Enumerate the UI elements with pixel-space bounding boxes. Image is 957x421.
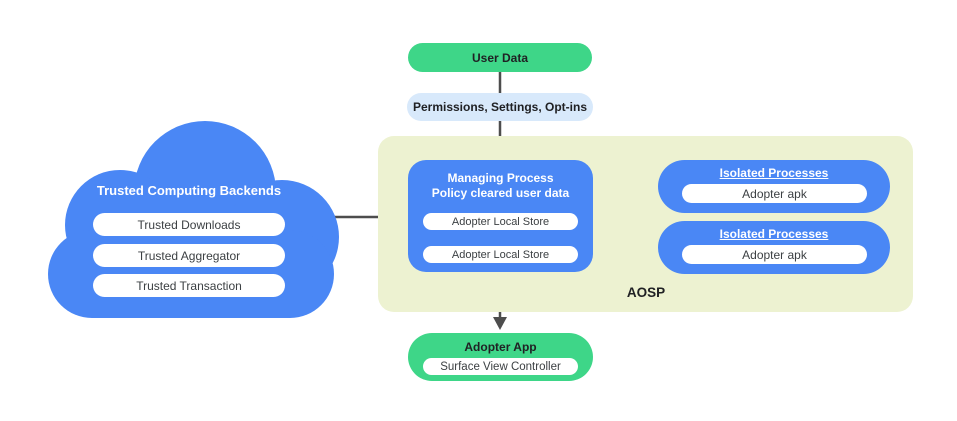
- isolated-processes-title: Isolated Processes: [719, 166, 829, 180]
- managing-process-title-line1: Managing Process: [447, 171, 554, 185]
- adopter-local-store-label: Adopter Local Store: [451, 215, 550, 228]
- adopter-local-store-pill: Adopter Local Store: [423, 213, 578, 230]
- adopter-apk-label: Adopter apk: [742, 247, 807, 262]
- cloud-item-label: Trusted Downloads: [137, 217, 241, 232]
- surface-view-controller-label: Surface View Controller: [440, 360, 561, 373]
- cloud-item-trusted-transaction: Trusted Transaction: [93, 274, 285, 297]
- aosp-label: AOSP: [626, 285, 666, 300]
- permissions-label: Permissions, Settings, Opt-ins: [412, 100, 588, 114]
- adopter-apk-pill: Adopter apk: [682, 245, 867, 264]
- managing-process-title: Managing Process Policy cleared user dat…: [432, 171, 569, 201]
- cloud-item-trusted-aggregator: Trusted Aggregator: [93, 244, 285, 267]
- cloud-title: Trusted Computing Backends: [96, 183, 282, 198]
- adopter-local-store-pill: Adopter Local Store: [423, 246, 578, 263]
- user-data-node: User Data: [408, 43, 592, 72]
- isolated-processes-node-1: Isolated Processes Adopter apk: [658, 160, 890, 213]
- adopter-apk-pill: Adopter apk: [682, 184, 867, 203]
- adopter-apk-label: Adopter apk: [742, 186, 807, 201]
- managing-process-title-line2: Policy cleared user data: [431, 186, 570, 200]
- isolated-processes-title: Isolated Processes: [719, 227, 829, 241]
- managing-process-node: Managing Process Policy cleared user dat…: [408, 160, 593, 272]
- arrowhead-down-icon: [493, 317, 507, 330]
- isolated-processes-node-2: Isolated Processes Adopter apk: [658, 221, 890, 274]
- adopter-app-title: Adopter App: [464, 340, 537, 354]
- cloud-item-label: Trusted Aggregator: [137, 248, 241, 263]
- adopter-local-store-label: Adopter Local Store: [451, 248, 550, 261]
- surface-view-controller-pill: Surface View Controller: [423, 358, 578, 375]
- cloud-item-label: Trusted Transaction: [136, 278, 242, 293]
- permissions-node: Permissions, Settings, Opt-ins: [407, 93, 593, 121]
- adopter-app-node: Adopter App Surface View Controller: [408, 333, 593, 381]
- cloud-item-trusted-downloads: Trusted Downloads: [93, 213, 285, 236]
- user-data-label: User Data: [471, 50, 529, 65]
